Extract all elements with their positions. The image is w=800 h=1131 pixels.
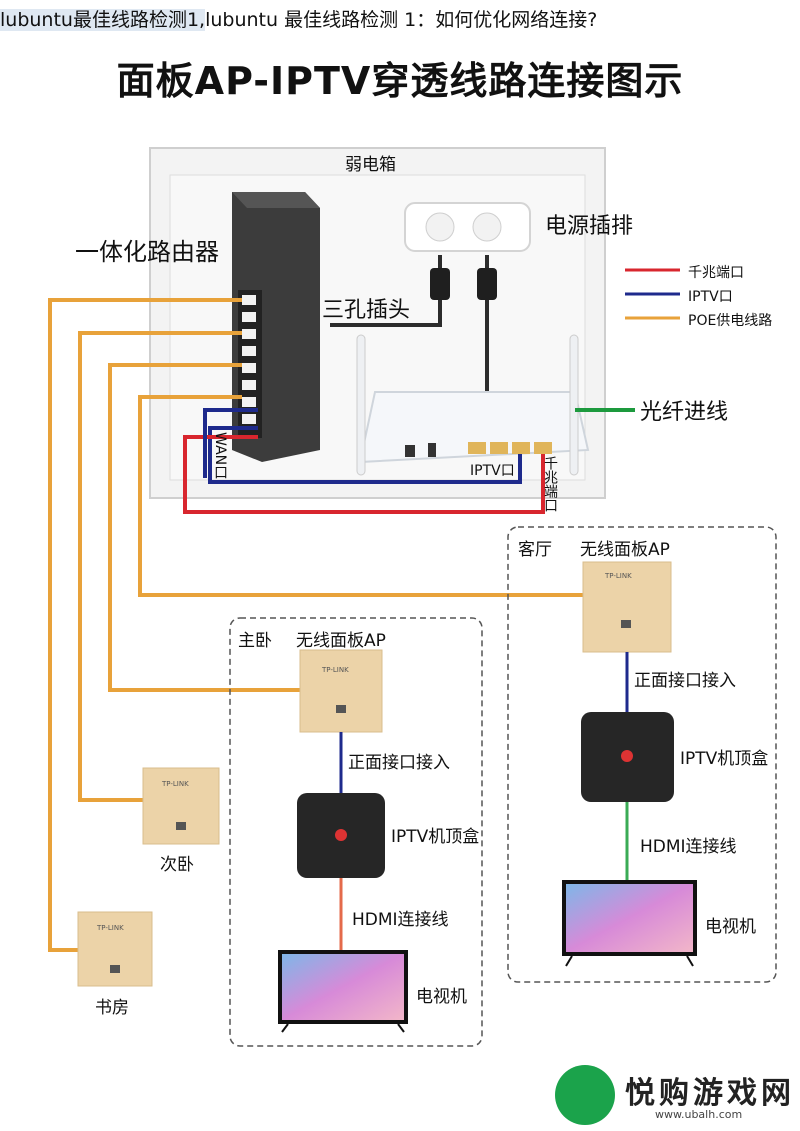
master-panel-ap-label: 无线面板AP bbox=[296, 631, 386, 651]
iptv-port-label: IPTV口 bbox=[470, 463, 515, 479]
socket-2 bbox=[472, 212, 502, 242]
page-title-highlight: lubuntu最佳线路检测1, bbox=[0, 9, 206, 31]
master-hdmi-label: HDMI连接线 bbox=[352, 910, 449, 930]
panel-study-port bbox=[110, 965, 120, 973]
living-panel-ap-label: 无线面板AP bbox=[580, 540, 670, 560]
antenna-left bbox=[356, 334, 366, 476]
site-brand: 悦购游戏网 bbox=[625, 1076, 795, 1111]
poe-line-master bbox=[108, 363, 300, 692]
panel-second-bedroom bbox=[142, 767, 220, 845]
modem-port-3 bbox=[512, 442, 530, 454]
iptv-line bbox=[208, 426, 522, 484]
diagram-title: 面板AP-IPTV穿透线路连接图示 bbox=[116, 59, 684, 103]
stb-master-logo bbox=[335, 829, 347, 841]
panel-master-port bbox=[336, 705, 346, 713]
living-hdmi-label: HDMI连接线 bbox=[640, 837, 737, 857]
power-strip bbox=[404, 202, 531, 252]
fiber-in-label: 光纤进线 bbox=[640, 400, 729, 425]
page-title: lubuntu最佳线路检测1,lubuntu 最佳线路检测 1：如何优化网络连接… bbox=[0, 0, 800, 40]
living-panel-brand: TP-LINK bbox=[605, 572, 632, 580]
modem-switch bbox=[428, 443, 436, 457]
legend-poe-label: POE供电线路 bbox=[688, 313, 773, 329]
stb-living-logo bbox=[621, 750, 633, 762]
three-pin-plug-label: 三孔插头 bbox=[322, 298, 411, 323]
panel-master bbox=[299, 649, 383, 733]
modem-port-4 bbox=[534, 442, 552, 454]
second-bedroom-label: 次卧 bbox=[160, 855, 194, 875]
panel-living-port bbox=[621, 620, 631, 628]
router-ports bbox=[242, 295, 256, 424]
second-panel-brand: TP-LINK bbox=[162, 780, 189, 788]
master-stb-label: IPTV机顶盒 bbox=[391, 827, 480, 847]
gigabit-port-label: 千兆端口 bbox=[542, 456, 558, 512]
master-tv-label: 电视机 bbox=[416, 987, 467, 1007]
poe-line-study bbox=[48, 298, 242, 952]
study-label: 书房 bbox=[95, 998, 129, 1018]
modem-port-2 bbox=[490, 442, 508, 454]
master-front-port-label: 正面接口接入 bbox=[348, 753, 450, 773]
living-room-label: 客厅 bbox=[518, 540, 552, 560]
study-panel-brand: TP-LINK bbox=[97, 924, 124, 932]
power-strip-label: 电源插排 bbox=[545, 214, 634, 239]
living-room-frame bbox=[507, 526, 777, 983]
modem-port-1 bbox=[468, 442, 486, 454]
weak-box-label: 弱电箱 bbox=[345, 155, 396, 175]
plug-1 bbox=[430, 268, 450, 300]
master-bedroom-label: 主卧 bbox=[238, 631, 272, 651]
plug-2 bbox=[477, 268, 497, 300]
panel-living bbox=[582, 561, 672, 653]
master-bedroom-frame bbox=[229, 617, 483, 1047]
poe-line-second-bedroom bbox=[78, 331, 242, 802]
gigabit-line bbox=[183, 435, 545, 514]
master-panel-brand: TP-LINK bbox=[322, 666, 349, 674]
modem-power-jack bbox=[405, 445, 415, 457]
poe-line-living bbox=[138, 395, 585, 597]
socket-1 bbox=[425, 212, 455, 242]
antenna-right bbox=[569, 334, 579, 476]
panel-study bbox=[77, 911, 153, 987]
living-stb-label: IPTV机顶盒 bbox=[680, 749, 769, 769]
wan-port-label: WAN口 bbox=[212, 432, 228, 480]
legend-iptv-label: IPTV口 bbox=[688, 289, 733, 305]
tv-master-screen bbox=[282, 954, 404, 1020]
site-logo-icon bbox=[555, 1065, 615, 1125]
living-front-port-label: 正面接口接入 bbox=[634, 671, 736, 691]
site-url: www.ubalh.com bbox=[655, 1108, 743, 1121]
panel-second-port bbox=[176, 822, 186, 830]
living-tv-label: 电视机 bbox=[705, 917, 756, 937]
tv-living-screen bbox=[566, 884, 693, 952]
page-title-rest: lubuntu 最佳线路检测 1：如何优化网络连接? bbox=[205, 9, 598, 31]
iptv-line-2 bbox=[203, 408, 258, 478]
legend-gigabit-label: 千兆端口 bbox=[688, 265, 744, 281]
router-label: 一体化路由器 bbox=[75, 238, 219, 266]
router-top bbox=[232, 192, 320, 208]
